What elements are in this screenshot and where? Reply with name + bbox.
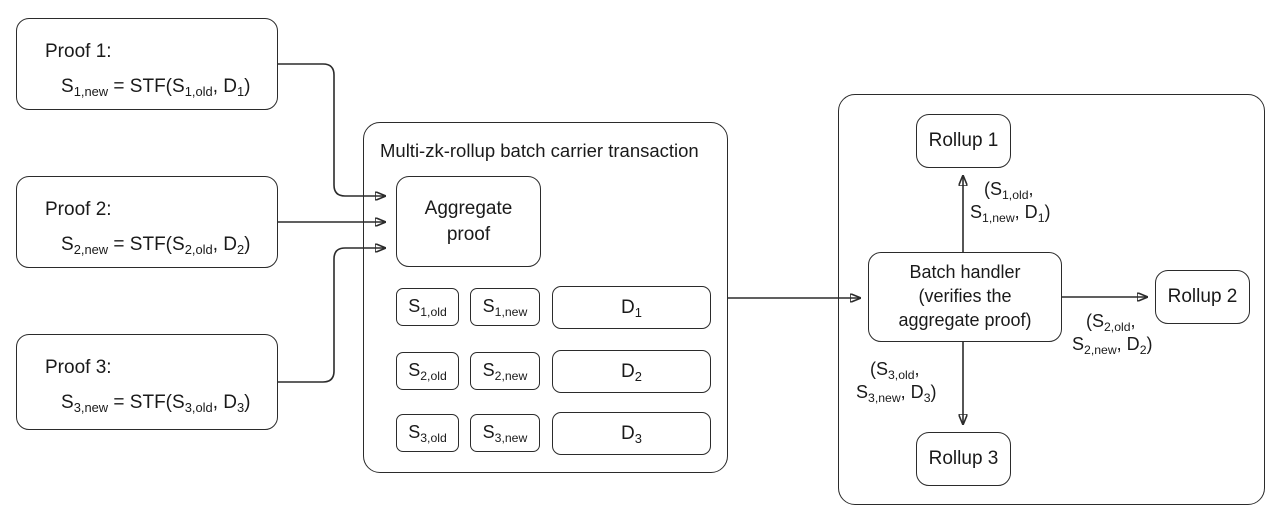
batch-handler-box[interactable]: Batch handler (verifies the aggregate pr… [868,252,1062,342]
aggregate-proof-line-2: proof [446,223,491,245]
data-1-box[interactable]: D1 [552,286,711,329]
rollup-3-label: Rollup 3 [928,448,999,470]
edge-label-rollup-1-line-1: (S1,old, [984,179,1034,202]
proof-3-heading: Proof 3: [45,357,112,378]
state-new-2-box[interactable]: S2,new [470,352,540,390]
edge-label-rollup-2-line-2: S2,new, D2) [1072,334,1153,357]
edge-label-rollup-2-line-1: (S2,old, [1086,311,1136,334]
rollup-1-box[interactable]: Rollup 1 [916,114,1011,168]
aggregate-proof-box[interactable]: Aggregate proof [396,176,541,267]
state-old-3-box[interactable]: S3,old [396,414,459,452]
state-new-3-box[interactable]: S3,new [470,414,540,452]
data-3-label: D3 [621,422,642,447]
state-old-2-label: S2,old [408,360,447,384]
rollup-1-label: Rollup 1 [928,130,999,152]
edge-label-rollup-2: (S2,old, S2,new, D2) [1072,310,1202,357]
edge-label-rollup-3-line-1: (S3,old, [870,359,920,382]
proof-3-box[interactable]: Proof 3: S3,new = STF(S3,old, D3) [16,334,278,430]
aggregate-proof-line-1: Aggregate [424,198,513,220]
edge-label-rollup-3: (S3,old, S3,new, D3) [856,358,986,405]
rollup-2-label: Rollup 2 [1167,286,1238,308]
data-2-label: D2 [621,360,642,385]
proof-2-equation: S2,new = STF(S2,old, D2) [61,234,251,258]
batch-handler-line-1: Batch handler [909,262,1021,283]
edge-label-rollup-3-line-2: S3,new, D3) [856,382,937,405]
data-1-label: D1 [621,296,642,321]
state-new-2-label: S2,new [482,360,528,384]
data-3-box[interactable]: D3 [552,412,711,455]
batch-handler-line-2: (verifies the [918,286,1012,307]
state-old-1-label: S1,old [408,296,447,320]
state-new-3-label: S3,new [482,422,528,446]
state-old-3-label: S3,old [408,422,447,446]
state-old-2-box[interactable]: S2,old [396,352,459,390]
carrier-transaction-title: Multi-zk-rollup batch carrier transactio… [380,140,699,161]
state-old-1-box[interactable]: S1,old [396,288,459,326]
proof-1-box[interactable]: Proof 1: S1,new = STF(S1,old, D1) [16,18,278,110]
proof-2-box[interactable]: Proof 2: S2,new = STF(S2,old, D2) [16,176,278,268]
rollup-2-box[interactable]: Rollup 2 [1155,270,1250,324]
batch-handler-line-3: aggregate proof) [898,309,1032,330]
rollup-3-box[interactable]: Rollup 3 [916,432,1011,486]
data-2-box[interactable]: D2 [552,350,711,393]
proof-1-heading: Proof 1: [45,41,112,62]
proof-1-equation: S1,new = STF(S1,old, D1) [61,76,251,100]
edge-label-rollup-1-line-2: S1,new, D1) [970,202,1051,225]
state-new-1-box[interactable]: S1,new [470,288,540,326]
state-new-1-label: S1,new [482,296,528,320]
proof-2-heading: Proof 2: [45,199,112,220]
edge-label-rollup-1: (S1,old, S1,new, D1) [970,178,1100,225]
proof-3-equation: S3,new = STF(S3,old, D3) [61,392,251,416]
